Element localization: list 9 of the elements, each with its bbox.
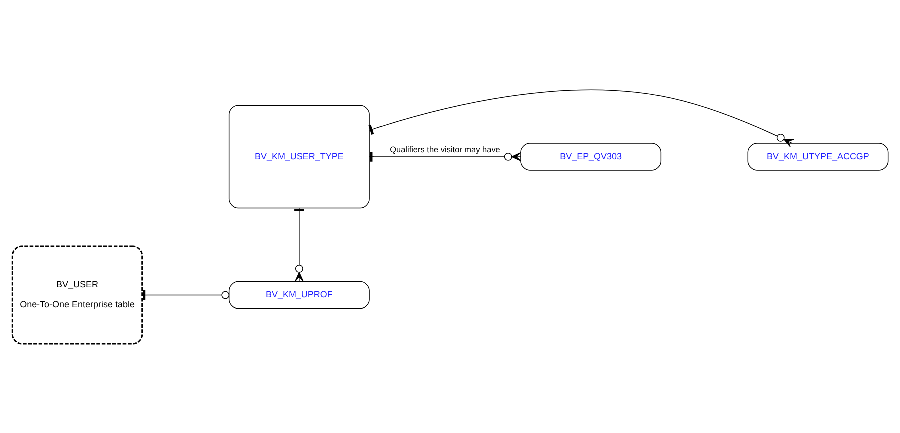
node-box: BV_KM_USER_TYPE bbox=[228, 104, 370, 208]
node-box: BV_USER One-To-One Enterprise table bbox=[11, 245, 143, 344]
connector bbox=[294, 208, 304, 282]
edge-label: Qualifiers the visitor may have bbox=[390, 144, 500, 154]
node-box: BV_EP_QV303 bbox=[520, 142, 662, 170]
node-box: BV_KM_UTYPE_ACCGP bbox=[747, 142, 888, 170]
connector bbox=[368, 152, 521, 162]
connector bbox=[368, 89, 794, 147]
node-box: BV_KM_UPROF bbox=[228, 280, 370, 309]
